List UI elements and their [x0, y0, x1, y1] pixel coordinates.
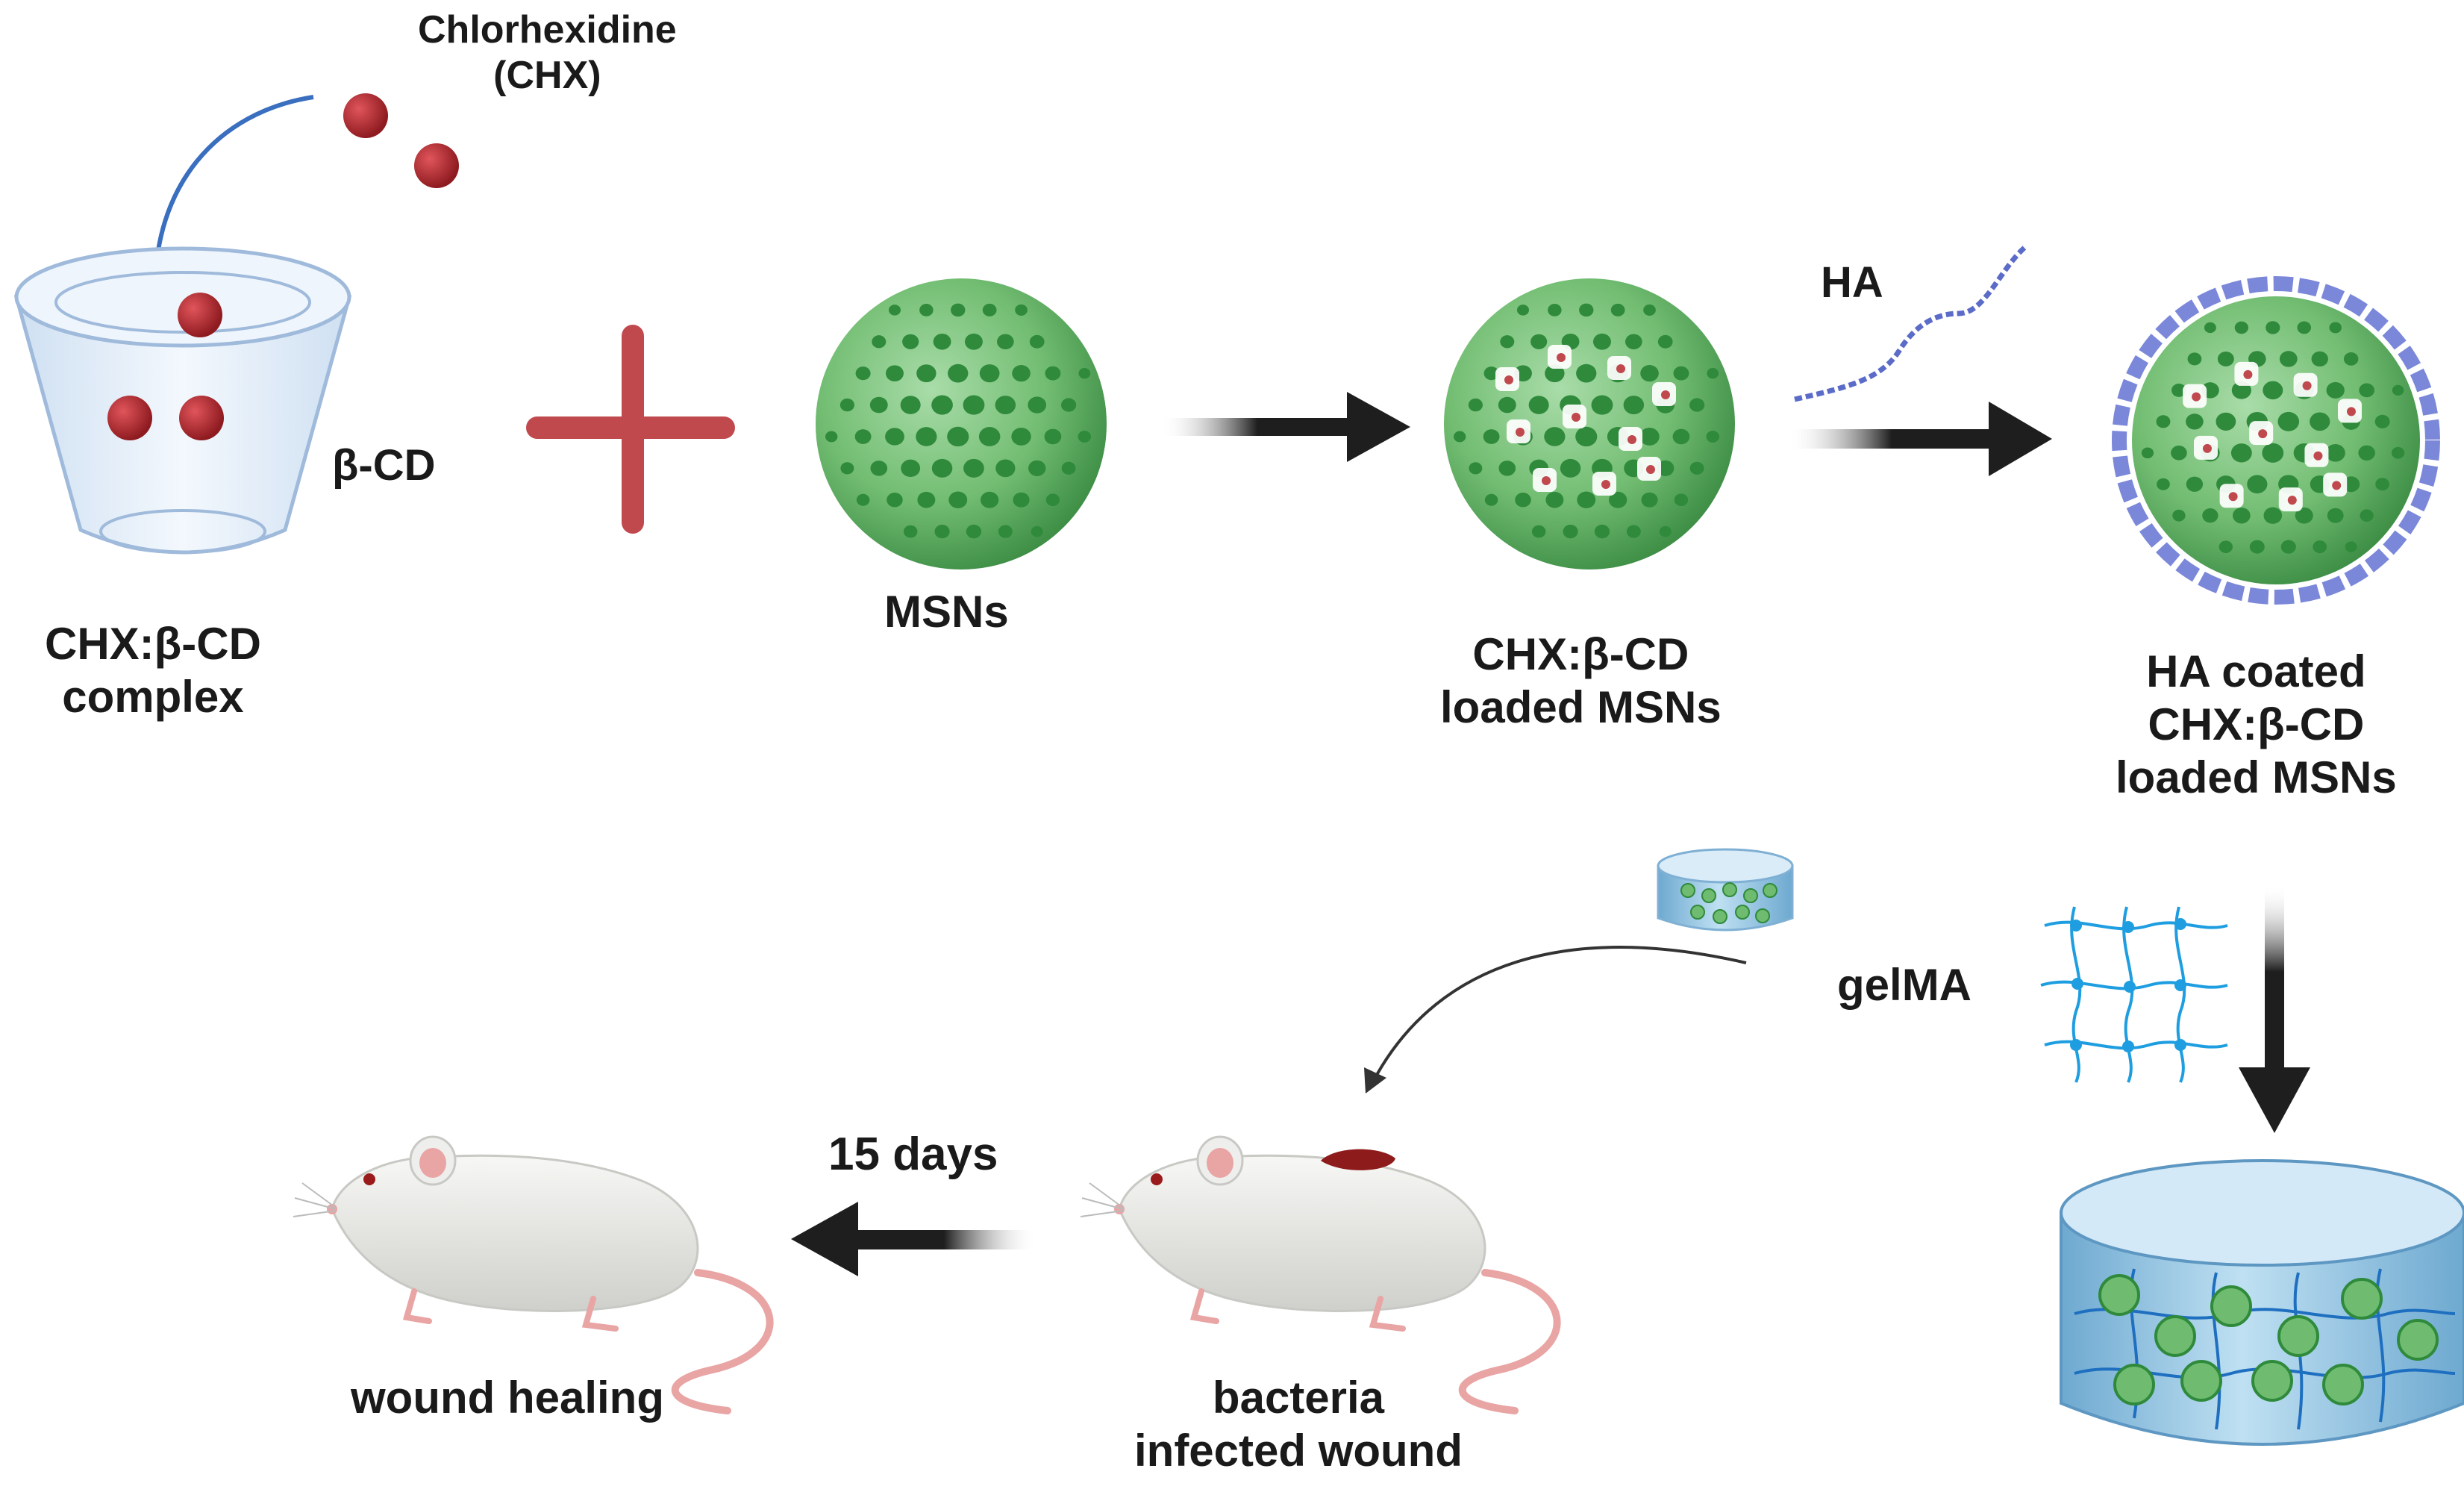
- hydrogel-disc-icon: [1657, 848, 1794, 932]
- drug-molecule-icon: [107, 396, 152, 440]
- loaded-msns-label: CHX:β-CD loaded MSNs: [1440, 629, 1722, 732]
- plus-icon: [526, 325, 735, 534]
- ha-polymer-icon: [1794, 244, 2028, 402]
- ha-label: HA: [1821, 258, 1883, 307]
- hydrogel-scaffold-icon: [2060, 1159, 2464, 1446]
- mouse-icon: [293, 1135, 774, 1414]
- wound-icon: [1321, 1149, 1395, 1170]
- wound-healing-label: wound healing: [351, 1373, 664, 1423]
- loaded-nanoparticle-icon: [1444, 278, 1735, 570]
- chx-drug-molecules: [343, 93, 459, 188]
- complex-label: CHX:β-CD complex: [45, 619, 261, 722]
- arrow-right: [1160, 392, 1410, 462]
- days-label: 15 days: [828, 1129, 998, 1180]
- curved-arrow: [1364, 946, 1747, 1093]
- cone-cup-icon: [13, 246, 352, 555]
- nanoparticle-icon: [816, 278, 1107, 570]
- coated-msns-label: HA coated CHX:β-CD loaded MSNs: [2116, 646, 2397, 802]
- drug-molecule-icon: [179, 396, 224, 440]
- drug-molecule-icon: [343, 93, 388, 138]
- chlorhexidine-label: Chlorhexidine (CHX): [418, 8, 677, 98]
- drug-molecule-icon: [178, 293, 222, 337]
- arrow-right: [1787, 402, 2052, 476]
- beta-cd-label: β-CD: [332, 441, 436, 490]
- drug-molecule-icon: [414, 143, 459, 188]
- msns-label: MSNs: [884, 587, 1009, 637]
- gelma-label: gelMA: [1837, 960, 1971, 1010]
- hydrogel-mesh-icon: [2040, 906, 2228, 1083]
- arrow-left: [791, 1202, 1037, 1276]
- arrow-down: [2239, 884, 2310, 1133]
- coated-nanoparticle-icon: [2112, 276, 2440, 605]
- mouse-icon: [1080, 1135, 1561, 1414]
- infected-wound-label: bacteria infected wound: [1134, 1373, 1463, 1476]
